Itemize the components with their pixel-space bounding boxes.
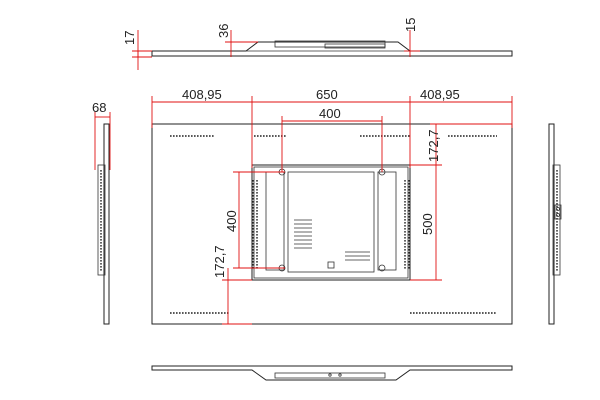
back-view — [151, 123, 513, 325]
dim-side-margin-right: 408,95 — [420, 87, 460, 102]
dimension-lines-horizontal — [151, 96, 513, 172]
dim-top-depth-bracket: 36 — [216, 24, 231, 38]
dim-vesa-span-width: 650 — [316, 87, 338, 102]
dim-top-depth-rail: 15 — [403, 18, 418, 32]
right-side-view — [548, 123, 562, 325]
bottom-view — [151, 365, 513, 381]
dim-side-depth: 68 — [92, 100, 106, 115]
dim-vesa-inner-height: 400 — [224, 210, 239, 232]
dim-vesa-span-height: 500 — [420, 213, 435, 235]
dim-side-margin-left: 408,95 — [182, 87, 222, 102]
dim-top-offset: 172,7 — [426, 129, 441, 162]
dimension-lines-vertical — [222, 123, 512, 325]
left-side-view — [94, 112, 111, 325]
top-view — [132, 30, 513, 70]
dim-vesa-inner-width: 400 — [319, 106, 341, 121]
dim-bottom-offset: 172,7 — [212, 245, 227, 278]
dim-top-depth-total: 17 — [122, 31, 137, 45]
